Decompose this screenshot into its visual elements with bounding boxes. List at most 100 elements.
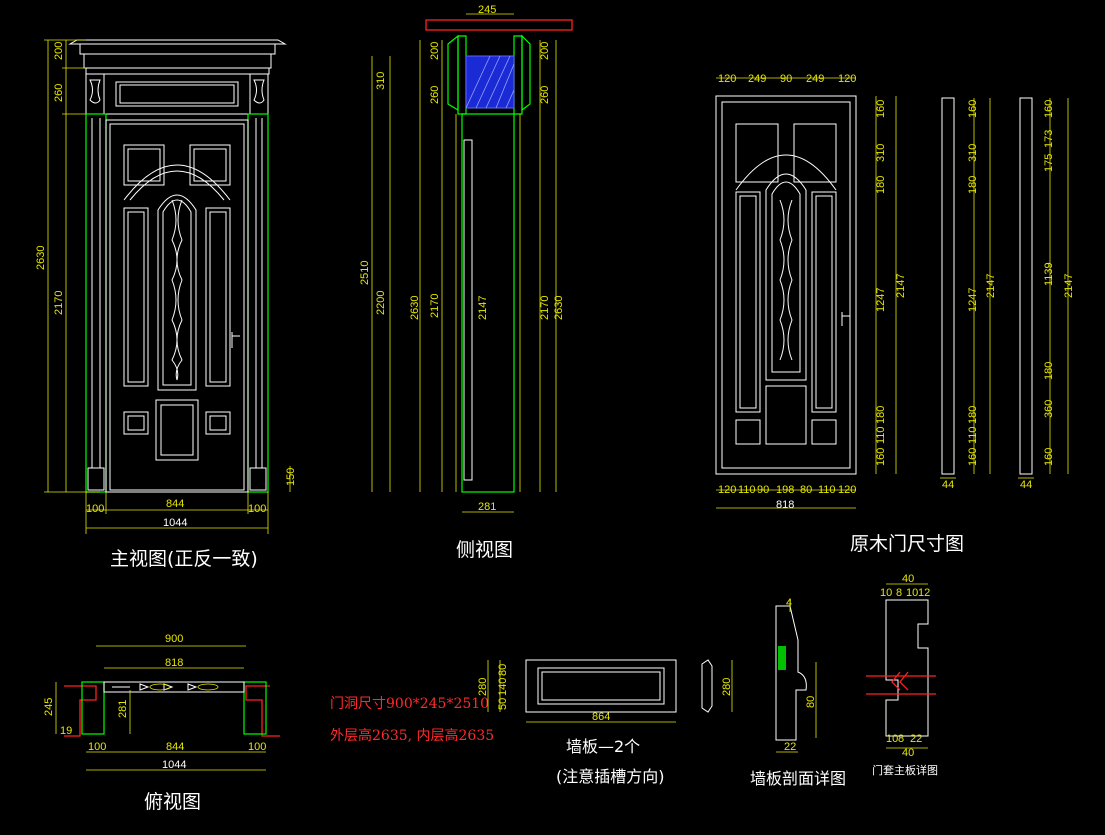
top-dim-245: 245 [43,698,55,716]
side-dim-left-h1: 200 [429,42,441,60]
frame-dim-bw40: 40 [902,747,914,759]
section-dim-80: 80 [805,696,817,708]
side-view-title: 侧视图 [456,539,513,561]
front-dim-w-total: 1044 [163,517,187,529]
orig-right-5: 110 [875,426,887,444]
front-view-title: 主视图(正反一致) [110,548,258,570]
frame-dim-40: 40 [902,573,914,585]
frame-dim-a: 10 [880,587,892,599]
top-dim-900: 900 [165,633,183,645]
orig-top-3: 249 [806,73,824,85]
side-dim-r2170: 2170 [539,296,551,320]
front-dim-w-right: 100 [248,503,266,515]
col3-total: 2147 [1063,274,1075,298]
panel-section: 4 80 22 墙板剖面详图 [750,597,846,788]
orig-bottom-0: 120 [718,484,736,496]
front-dim-base: 150 [285,468,297,486]
side-view: 245 200 260 200 260 310 2510 2200 2630 2… [359,4,573,561]
front-dim-w-left: 100 [86,503,104,515]
orig-bottom-4: 80 [800,484,812,496]
orig-top-1: 249 [748,73,766,85]
frame-dim-b: 8 [896,587,902,599]
side-dim-2510: 2510 [359,261,371,285]
col3-1: 175 [1043,154,1055,172]
orig-right-1: 310 [875,144,887,162]
panel-dim-280: 280 [477,678,489,696]
side-dim-left-h2: 260 [429,86,441,104]
orig-right-6: 160 [875,448,887,466]
panel-dim-r280: 280 [721,678,733,696]
section-dim-22: 22 [784,741,796,753]
orig-top-0: 120 [718,73,736,85]
col2-1: 310 [967,144,979,162]
orig-w-total: 818 [776,499,794,511]
front-view: 2630 2170 200 260 150 844 1044 100 100 主… [35,39,297,570]
frame-detail-title: 门套主板详图 [872,763,938,777]
side-dim-2200: 2200 [375,291,387,315]
original-door-title: 原木门尺寸图 [850,533,964,555]
panel-dim-80: 80 [497,664,509,676]
top-dim-1044: 1044 [162,759,186,771]
col3-6: 160 [1043,448,1055,466]
frame-detail: 40 10 8 10 12 10 8 22 40 门套主板详图 [866,573,938,777]
orig-right-2: 180 [875,176,887,194]
orig-right-0: 160 [875,100,887,118]
frame-dim-c: 10 [906,587,918,599]
side-dim-right-h2: 260 [539,86,551,104]
orig-bottom-2: 90 [757,484,769,496]
col2-total: 2147 [985,274,997,298]
frame-dim-bw1: 10 [886,733,898,745]
top-dim-844: 844 [166,741,184,753]
col2-6: 160 [967,448,979,466]
col2-5: 110 [967,426,979,444]
top-view-title: 俯视图 [144,791,201,813]
front-dim-top: 200 [53,42,65,60]
col3-4: 180 [1043,362,1055,380]
wall-panel: 280 80 140 50 864 280 墙板—2个 (注意插槽方向) [477,659,733,786]
original-door-view: 120 249 90 249 120 120 110 90 198 80 110… [715,73,1075,555]
top-dim-818: 818 [165,657,183,669]
orig-total: 2147 [895,274,907,298]
orig-top-2: 90 [780,73,792,85]
col2-2: 180 [967,176,979,194]
side-dim-2170: 2170 [429,294,441,318]
note-heights: 外层高2635, 内层高2635 [330,727,494,744]
frame-dim-d: 12 [918,587,930,599]
orig-right-4: 180 [875,406,887,424]
front-dim-h-total: 2630 [35,246,47,270]
orig-bottom-6: 120 [838,484,856,496]
panel-section-title: 墙板剖面详图 [750,769,846,788]
frame-dim-bw2: 8 [898,733,904,745]
top-view: 900 818 245 281 19 100 844 100 1044 俯视图 [43,633,280,813]
orig-bottom-1: 110 [738,484,756,496]
side-dim-right-h1: 200 [539,42,551,60]
side-dim-2147: 2147 [477,296,489,320]
front-dim-w-inner: 844 [166,498,184,510]
col3-2: 173 [1043,130,1055,148]
side-dim-2630: 2630 [409,296,421,320]
wall-panel-note: (注意插槽方向) [556,767,665,786]
front-dim-h-inner: 2170 [53,291,65,315]
panel-dim-140: 140 [497,678,509,696]
top-dim-19: 19 [60,725,72,737]
frame-dim-bw3: 22 [910,733,922,745]
side-dim-310: 310 [375,72,387,90]
col2-3: 1247 [967,288,979,312]
top-dim-100b: 100 [248,741,266,753]
top-dim-281: 281 [117,700,129,718]
panel-dim-864: 864 [592,711,610,723]
panel-dim-50: 50 [497,698,509,710]
orig-top-4: 120 [838,73,856,85]
side-dim-r2630: 2630 [553,296,565,320]
notes: 门洞尺寸900*245*2510 外层高2635, 内层高2635 [330,696,494,744]
col2-4: 180 [967,406,979,424]
section-dim-t: 4 [786,597,792,609]
col2-0: 160 [967,100,979,118]
col3-5: 360 [1043,400,1055,418]
orig-bottom-3: 198 [776,484,794,496]
orig-right-3: 1247 [875,288,887,312]
col3-3: 1139 [1043,262,1055,286]
front-dim-mid: 260 [53,84,65,102]
wall-panel-title: 墙板—2个 [566,737,640,756]
